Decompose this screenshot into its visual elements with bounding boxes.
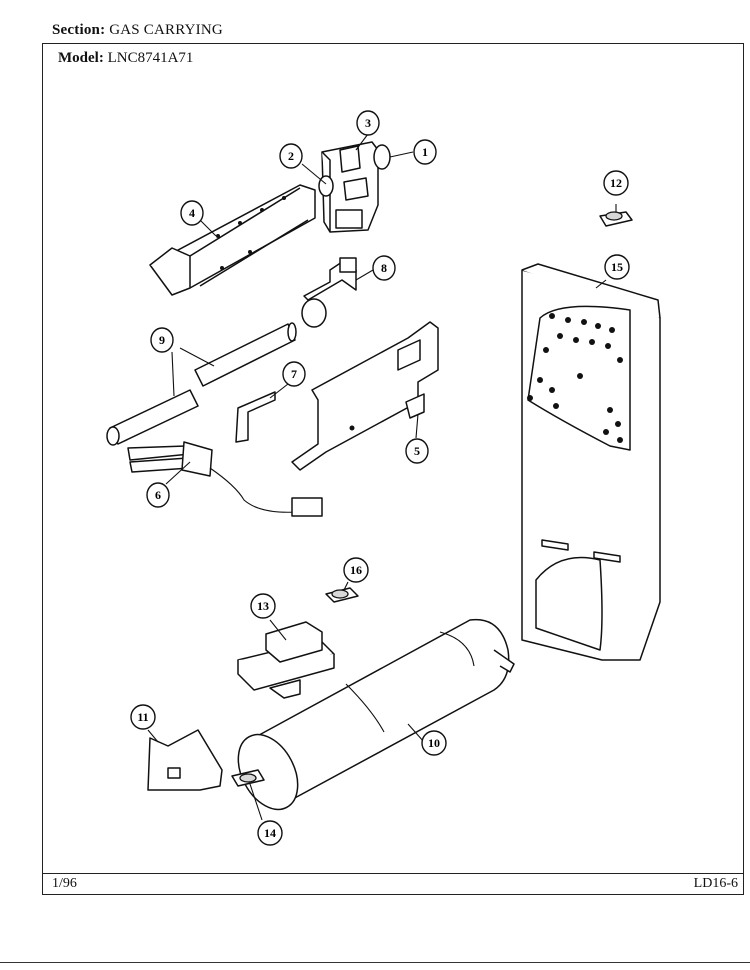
callout-12: 12 xyxy=(603,170,629,196)
footer-divider xyxy=(42,873,744,874)
svg-text:13: 13 xyxy=(257,599,269,613)
thermostat-14-part xyxy=(231,769,265,787)
model-heading: Model: LNC8741A71 xyxy=(58,50,193,67)
section-value: GAS CARRYING xyxy=(109,22,223,38)
elbow-fitting-part xyxy=(301,257,357,328)
chamber-support-part xyxy=(147,729,223,791)
svg-text:7: 7 xyxy=(291,367,297,381)
mounting-bracket-part xyxy=(291,321,439,471)
burner-part xyxy=(149,184,316,296)
flame-sensor-part xyxy=(237,621,335,699)
footer-date: 1/96 xyxy=(52,876,77,891)
diagram-frame xyxy=(42,43,744,895)
callout-5: 5 xyxy=(405,438,429,464)
svg-text:2: 2 xyxy=(288,149,294,163)
heater-panel-part xyxy=(521,263,661,661)
svg-text:8: 8 xyxy=(381,261,387,275)
svg-text:1: 1 xyxy=(422,145,428,159)
model-value: LNC8741A71 xyxy=(107,50,194,66)
callout-7: 7 xyxy=(282,361,306,387)
thermostat-16-part xyxy=(325,587,359,603)
callout-8: 8 xyxy=(372,255,396,281)
callout-9: 9 xyxy=(150,327,174,353)
small-bracket-part xyxy=(235,391,276,443)
callout-4: 4 xyxy=(180,200,204,226)
thermostat-12-part xyxy=(599,211,633,227)
callout-16: 16 xyxy=(343,557,369,583)
svg-text:14: 14 xyxy=(264,826,276,840)
combustion-chamber-part xyxy=(237,618,515,811)
model-label: Model: xyxy=(58,50,104,66)
gas-pipe-part xyxy=(106,322,297,446)
svg-text:3: 3 xyxy=(365,116,371,130)
callout-3: 3 xyxy=(356,110,380,136)
section-heading: Section: GAS CARRYING xyxy=(52,22,223,39)
callout-13: 13 xyxy=(250,593,276,619)
svg-text:11: 11 xyxy=(137,710,148,724)
gas-valve-part xyxy=(318,141,391,233)
footer-page-code: LD16-6 xyxy=(693,876,738,891)
svg-text:4: 4 xyxy=(189,206,195,220)
svg-text:16: 16 xyxy=(350,563,362,577)
callout-2: 2 xyxy=(279,143,303,169)
callout-11: 11 xyxy=(130,704,156,730)
svg-text:10: 10 xyxy=(428,736,440,750)
svg-text:15: 15 xyxy=(611,260,623,274)
bottom-divider xyxy=(0,962,750,963)
svg-text:5: 5 xyxy=(414,444,420,458)
igniter-part xyxy=(127,441,323,517)
callout-1: 1 xyxy=(413,139,437,165)
callout-15: 15 xyxy=(604,254,630,280)
callout-6: 6 xyxy=(146,482,170,508)
callout-14: 14 xyxy=(257,820,283,846)
svg-text:9: 9 xyxy=(159,333,165,347)
callout-10: 10 xyxy=(421,730,447,756)
leader-lines xyxy=(147,133,617,821)
svg-text:6: 6 xyxy=(155,488,161,502)
section-label: Section: xyxy=(52,22,106,38)
svg-text:12: 12 xyxy=(610,176,622,190)
